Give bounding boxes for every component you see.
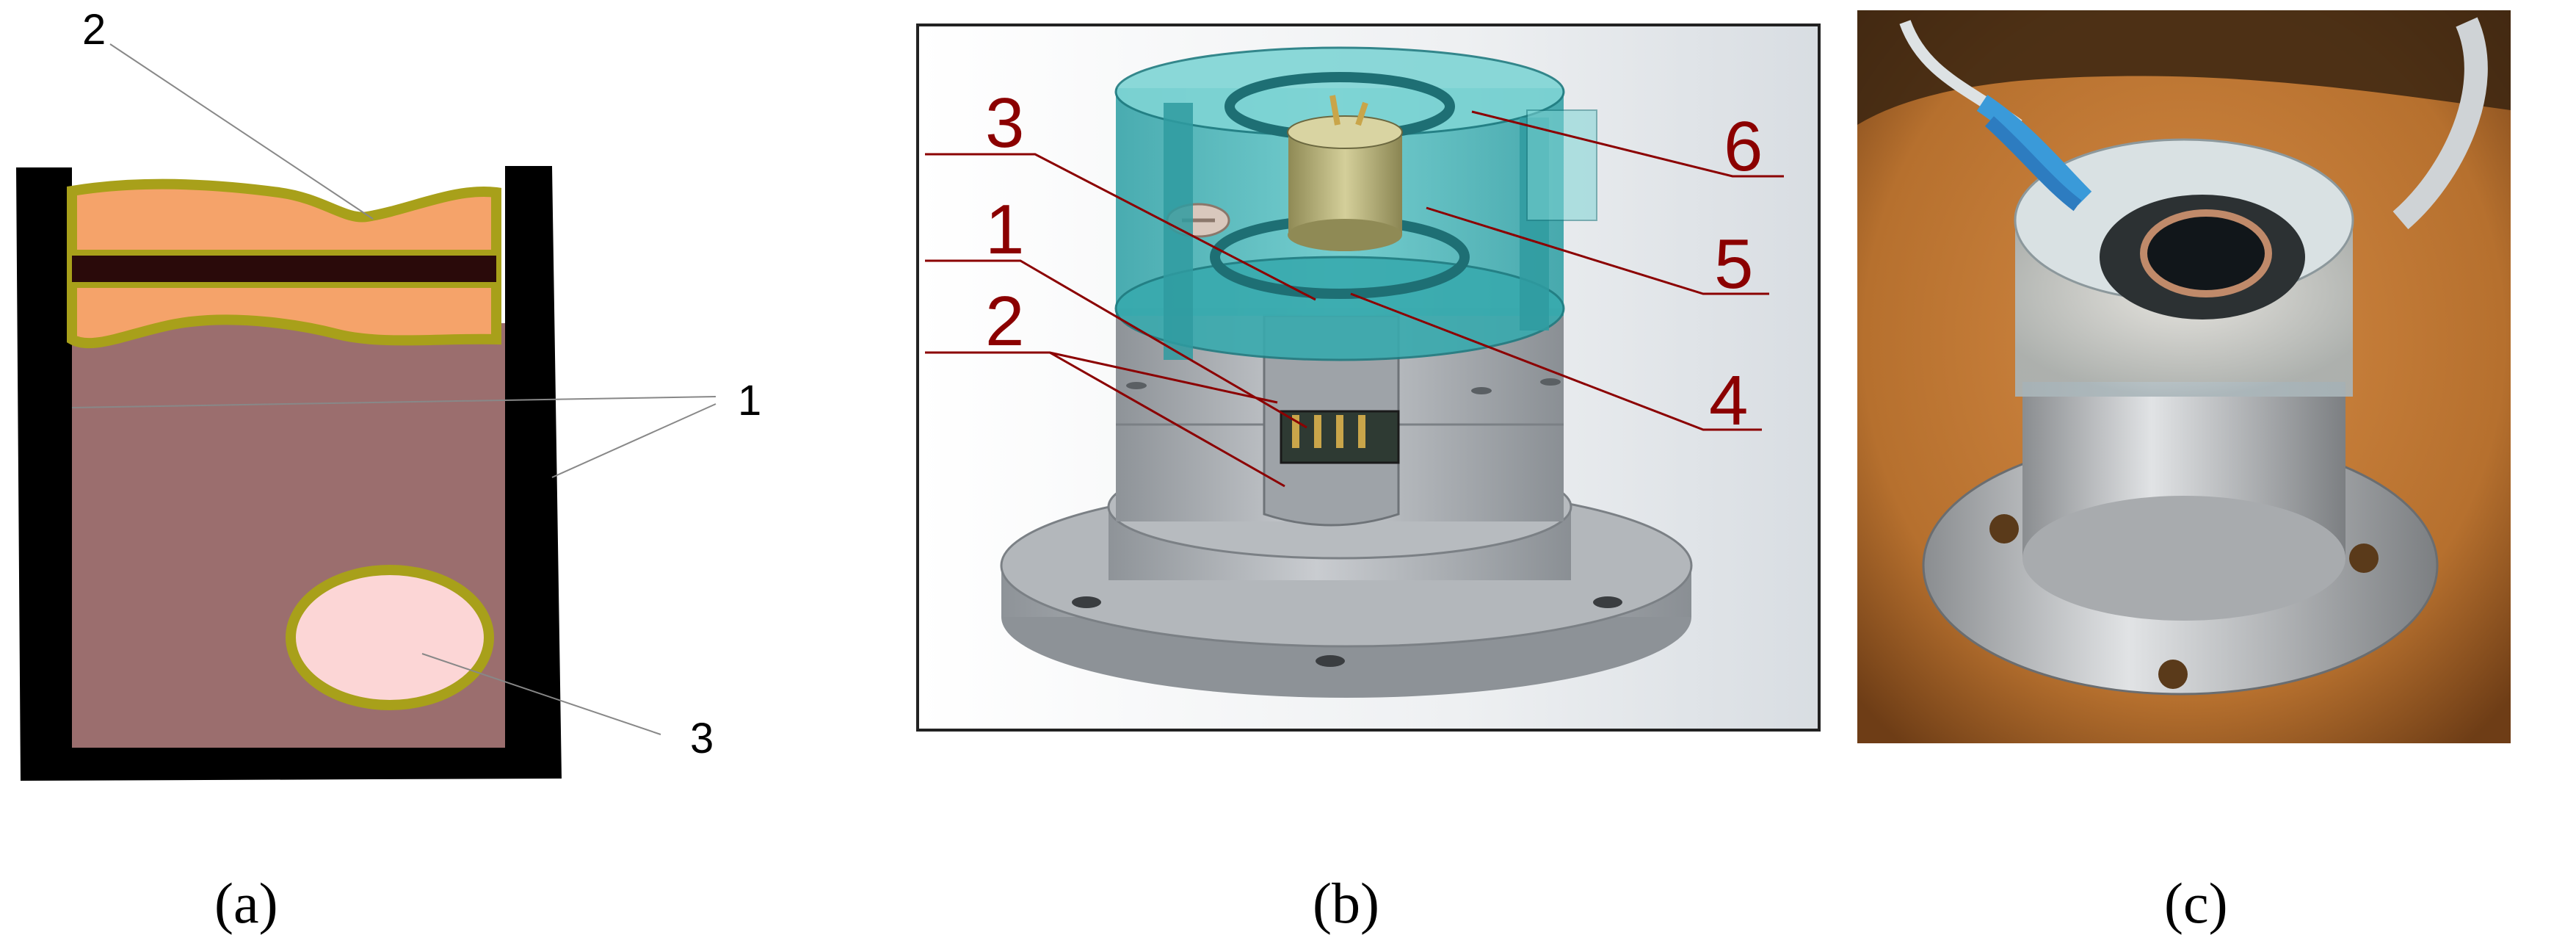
core-cylinder-top [1287, 115, 1403, 149]
band-outline [72, 282, 496, 288]
photo-blue-wire [1984, 116, 2082, 212]
label-4: 4 [1709, 361, 1748, 440]
inclusion-ellipse [286, 565, 494, 710]
flange-hole [1316, 655, 1345, 667]
render-drawing: 3 1 2 6 5 4 [916, 24, 1821, 732]
panel-a-schematic: 2 1 3 (a) [0, 0, 881, 946]
core-cylinder-bottom [1288, 219, 1402, 251]
body-hole [1126, 382, 1147, 389]
label-6: 6 [1724, 107, 1763, 186]
pcb-pin [1292, 415, 1299, 448]
flange-hole [1072, 596, 1101, 608]
label-2: 2 [82, 6, 106, 54]
label-1: 1 [985, 190, 1024, 269]
caption-a: (a) [214, 871, 278, 935]
pcb-pin [1314, 415, 1321, 448]
label-2: 2 [985, 282, 1024, 361]
dark-band [72, 256, 496, 282]
core-cylinder-side [1288, 132, 1402, 235]
photo-flange-hole [2158, 660, 2188, 689]
top-pin [1355, 101, 1368, 126]
leader-line-3 [421, 653, 661, 735]
pcb-pin [1358, 415, 1365, 448]
leader-line-6 [1471, 110, 1784, 178]
photo-blue-wire [1976, 95, 2092, 206]
panel-b-render: 3 1 2 6 5 4 (b) [881, 0, 1835, 946]
flange-hole [1593, 596, 1622, 608]
label-1: 1 [738, 377, 761, 425]
transparent-cap-lower [1114, 256, 1565, 361]
leader-line-2 [109, 43, 374, 220]
leader-line-4 [1350, 292, 1762, 431]
photo-flange-hole [2349, 544, 2379, 573]
leader-line-3 [925, 153, 1316, 301]
photo-flange-hole [1989, 514, 2019, 544]
label-3: 3 [690, 715, 714, 762]
leader-line-1b [551, 403, 716, 478]
leader-line-1 [925, 259, 1307, 429]
caption-c: (c) [2164, 871, 2228, 935]
caption-b: (b) [1313, 871, 1379, 935]
pcb-pin [1336, 415, 1343, 448]
photo-inner-core [2140, 209, 2272, 297]
panel-c-photo: (c) [1835, 0, 2576, 946]
leader-line-5 [1426, 206, 1769, 295]
top-pin [1329, 95, 1340, 126]
post-right-box [1526, 109, 1597, 221]
body-hole [1540, 378, 1561, 386]
label-5: 5 [1714, 225, 1753, 303]
band-outline [72, 250, 496, 256]
label-3: 3 [985, 84, 1024, 162]
leader-line-2b [1049, 351, 1285, 488]
schematic-drawing: 2 1 3 [16, 6, 761, 781]
photo-ribbon-cable [2392, 17, 2488, 230]
leader-line-1a [71, 396, 716, 408]
photo-dark-corner [1857, 10, 2511, 125]
post-left [1164, 103, 1193, 360]
photo-body-bottom [2022, 496, 2345, 621]
device-photo [1857, 10, 2511, 743]
body-hole [1471, 387, 1492, 394]
